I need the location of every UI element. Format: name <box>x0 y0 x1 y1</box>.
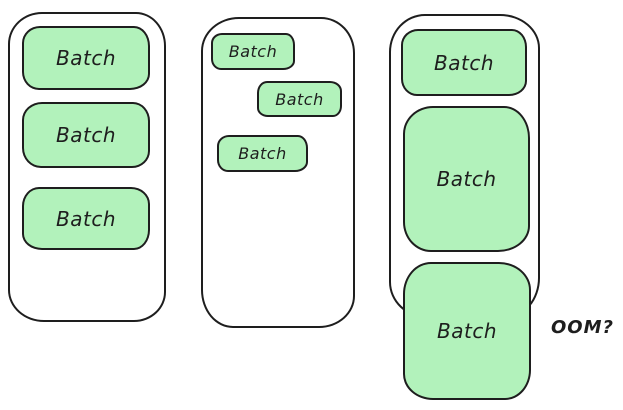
batch-box: Batch <box>211 33 295 70</box>
batch-box: Batch <box>22 102 150 168</box>
batch-label: Batch <box>238 144 287 163</box>
batch-label: Batch <box>56 123 116 147</box>
batch-label: Batch <box>436 167 497 191</box>
batch-label: Batch <box>56 206 116 231</box>
batch-box: Batch <box>257 81 342 117</box>
batch-box: Batch <box>22 26 150 90</box>
oom-label: OOM? <box>551 316 614 338</box>
batch-label: Batch <box>56 46 116 70</box>
batch-box: Batch <box>403 106 530 252</box>
oom-annotation: OOM? <box>551 313 621 341</box>
batch-label: Batch <box>437 319 497 343</box>
batch-box: Batch <box>401 29 527 96</box>
batch-box: Batch <box>22 187 150 250</box>
batch-box: Batch <box>217 135 308 172</box>
batch-label: Batch <box>228 42 278 61</box>
batch-box-overflowing: Batch <box>403 262 531 400</box>
batch-label: Batch <box>275 89 324 109</box>
batch-label: Batch <box>434 50 494 75</box>
